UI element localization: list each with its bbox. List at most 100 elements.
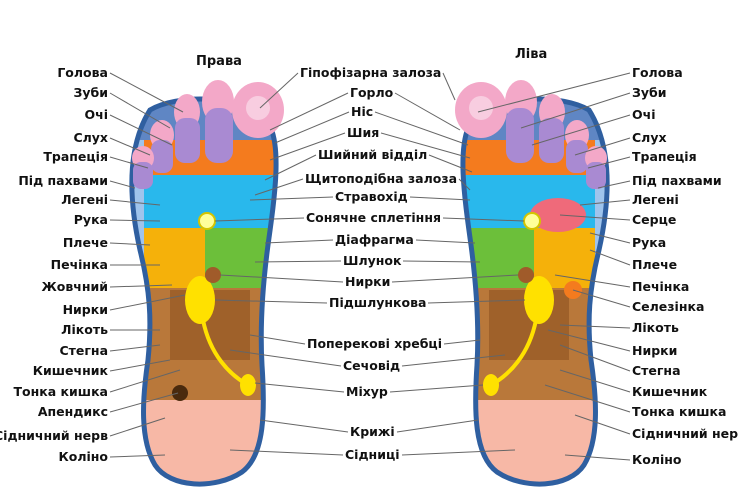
leader-center-l-7 (214, 217, 305, 222)
leader-left-14 (109, 359, 171, 372)
right-label-14: Стегна (632, 363, 681, 378)
left-label-1: Зуби (73, 85, 108, 100)
leader-center-l-6 (249, 196, 334, 201)
leader-center-r-5 (458, 178, 471, 191)
leader-left-3 (109, 137, 151, 156)
leader-right-16 (544, 384, 631, 413)
leader-left-0 (109, 72, 184, 113)
center-label-6: Стравохід (335, 189, 408, 204)
left-foot (455, 80, 610, 487)
right-label-17: Сідничний нерв (632, 426, 739, 441)
leader-center-r-0 (442, 72, 456, 101)
center-label-2: Ніс (351, 104, 374, 119)
leader-left-11 (109, 294, 186, 311)
left-label-9: Печінка (50, 257, 108, 272)
leader-center-r-2 (374, 111, 469, 146)
leader-left-18 (109, 454, 166, 458)
leader-center-l-1 (269, 92, 349, 131)
right-label-18: Коліно (632, 452, 682, 467)
leader-right-13 (547, 329, 631, 352)
left-label-17: Сідничний нерв (0, 428, 108, 443)
center-label-14: Міхур (346, 384, 388, 399)
right-label-13: Нирки (632, 343, 678, 358)
leader-center-l-12 (249, 334, 306, 345)
leader-center-r-14 (389, 384, 484, 393)
leader-left-10 (109, 284, 173, 288)
leader-right-1 (520, 92, 631, 129)
title-left-foot: Ліва (515, 47, 548, 62)
center-label-5: Щитоподібна залоза (305, 171, 458, 186)
center-label-12: Поперекові хребці (307, 336, 442, 351)
leader-right-2 (531, 114, 631, 146)
leader-center-r-8 (415, 239, 476, 244)
leader-left-13 (109, 344, 161, 352)
center-label-3: Шия (347, 125, 380, 140)
leader-center-r-3 (380, 132, 471, 159)
left-label-2: Очі (84, 107, 109, 122)
left-label-7: Рука (73, 212, 108, 227)
center-label-13: Сечовід (343, 358, 401, 373)
leader-center-r-9 (402, 260, 481, 263)
leader-center-l-0 (259, 72, 299, 109)
leader-left-6 (109, 199, 161, 206)
leader-right-0 (477, 72, 631, 113)
left-label-16: Апендикс (37, 404, 108, 419)
leader-center-l-11 (214, 299, 328, 304)
center-label-4: Шийний відділ (318, 147, 428, 162)
right-label-9: Плече (632, 257, 678, 272)
leader-center-r-12 (443, 339, 481, 345)
leader-center-r-16 (401, 449, 516, 456)
leader-center-r-1 (394, 92, 461, 131)
leader-center-l-14 (254, 382, 345, 393)
left-label-12: Лікоть (61, 322, 108, 337)
leader-left-4 (109, 156, 149, 169)
center-label-7: Сонячне сплетіння (306, 210, 441, 225)
center-label-8: Діафрагма (335, 232, 414, 247)
leader-right-5 (597, 180, 631, 189)
right-foot (129, 80, 284, 487)
leader-left-2 (109, 114, 173, 146)
center-label-1: Горло (350, 85, 394, 100)
leader-left-7 (109, 219, 161, 222)
right-label-7: Серце (632, 212, 677, 227)
leader-right-7 (559, 214, 631, 221)
leader-left-8 (109, 242, 151, 246)
leader-center-r-6 (409, 196, 471, 201)
right-label-5: Під пахвами (632, 173, 722, 188)
leader-center-l-4 (264, 154, 317, 181)
leader-left-1 (109, 92, 171, 129)
right-label-2: Очі (632, 107, 656, 122)
leader-right-10 (554, 274, 631, 288)
title-right-foot: Права (196, 54, 242, 69)
right-label-4: Трапеція (632, 149, 697, 164)
left-label-10: Жовчний (41, 279, 108, 294)
leader-center-r-15 (396, 419, 479, 433)
center-label-0: Гіпофізарна залоза (300, 65, 442, 80)
leader-right-9 (589, 249, 631, 266)
leader-center-r-11 (427, 299, 526, 304)
leader-right-11 (572, 289, 631, 308)
leader-center-r-10 (391, 274, 519, 283)
right-label-6: Легені (632, 192, 679, 207)
left-label-18: Коліно (58, 449, 108, 464)
right-label-12: Лікоть (632, 320, 679, 335)
leader-lines (109, 72, 631, 461)
right-label-15: Кишечник (632, 384, 708, 399)
left-label-5: Під пахвами (18, 173, 108, 188)
right-label-0: Голова (632, 65, 683, 80)
left-label-3: Слух (73, 130, 108, 145)
leader-right-6 (579, 199, 631, 206)
leader-right-12 (559, 324, 631, 329)
leader-center-l-10 (219, 274, 344, 283)
leader-center-l-9 (254, 260, 342, 263)
leader-right-4 (587, 156, 631, 169)
right-label-16: Тонка кишка (632, 404, 727, 419)
leader-right-14 (559, 344, 631, 372)
leader-center-l-2 (274, 111, 350, 144)
left-label-6: Легені (61, 192, 108, 207)
right-label-11: Селезінка (632, 299, 705, 314)
center-label-11: Підшлункова (329, 295, 427, 310)
leader-right-18 (564, 454, 631, 461)
leader-right-17 (574, 414, 631, 435)
